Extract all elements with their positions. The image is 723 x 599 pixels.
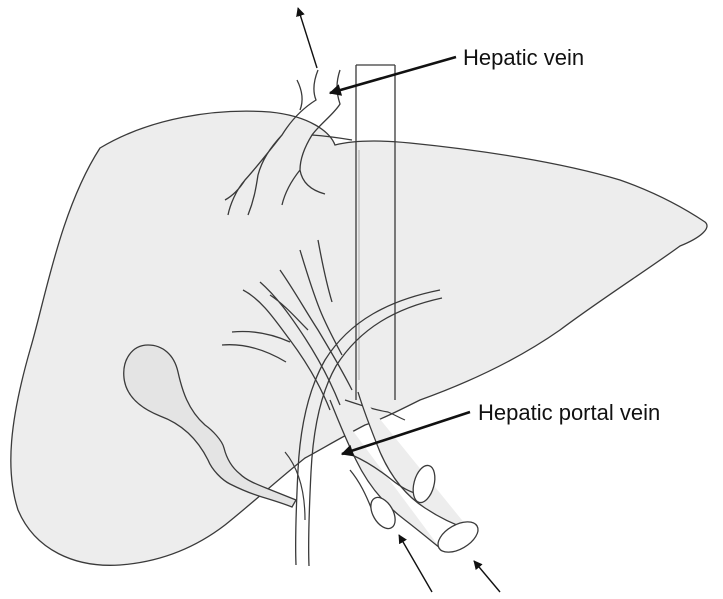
- hepatic-vein-inner: [297, 80, 302, 110]
- hepatic-vein-label: Hepatic vein: [463, 47, 584, 69]
- hepatic-portal-vein-label: Hepatic portal vein: [478, 402, 660, 424]
- inflow-arrow-1: [399, 535, 432, 592]
- inflow-arrow-2: [474, 561, 500, 592]
- outflow-arrow: [298, 8, 317, 68]
- hepatic-vein-pointer: [330, 57, 456, 93]
